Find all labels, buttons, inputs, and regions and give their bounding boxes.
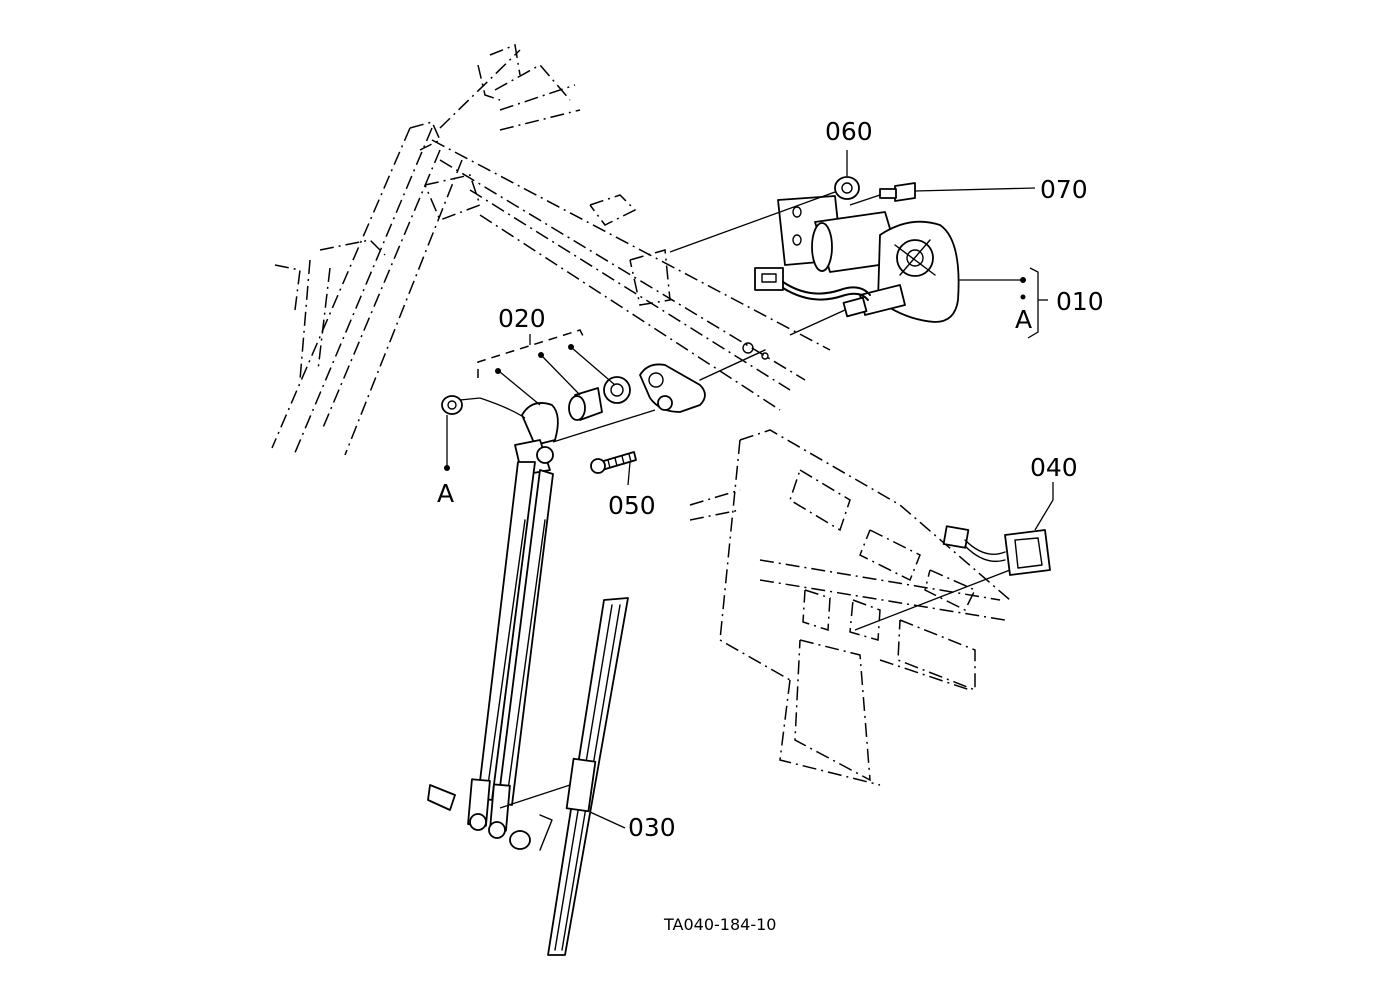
wiper-blade (547, 597, 629, 956)
screw-050 (590, 451, 637, 474)
label-050: 050 (608, 491, 656, 520)
label-040: 040 (1030, 453, 1078, 482)
wiper-arm (427, 461, 554, 851)
wiper-motor (754, 195, 960, 323)
label-070: 070 (1040, 175, 1088, 204)
label-020: 020 (498, 304, 546, 333)
cab-frame (271, 43, 831, 456)
label-ref-a-arm: A (437, 479, 454, 508)
label-010: 010 (1056, 287, 1104, 316)
label-060: 060 (825, 117, 873, 146)
nut-060 (834, 176, 860, 200)
dashboard-panel (689, 429, 1011, 786)
switch-040 (942, 525, 1051, 576)
linkage-020 (514, 342, 769, 476)
arm-nut (441, 395, 463, 415)
label-ref-a-motor: A (1015, 305, 1032, 334)
leader-lines (444, 150, 1054, 829)
label-030: 030 (628, 813, 676, 842)
bolt-070 (879, 182, 916, 202)
figure-reference: TA040-184-10 (663, 915, 776, 934)
